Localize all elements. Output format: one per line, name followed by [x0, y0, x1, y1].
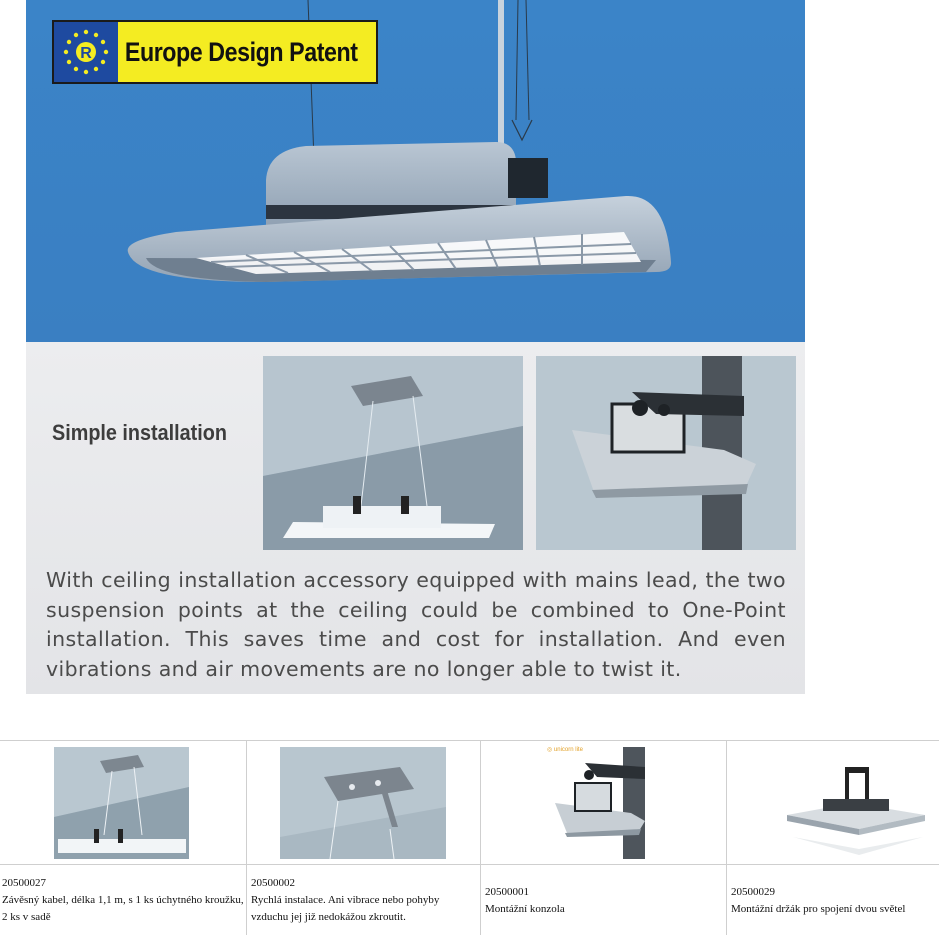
twin-light-holder-image	[727, 741, 939, 865]
accessory-code: 20500001	[485, 885, 529, 898]
accessory-item: ◎ unicorn lite 20500001 Montážní konzola	[481, 741, 727, 935]
brand-mark: ◎ unicorn lite	[547, 747, 583, 753]
accessory-code: 20500029	[731, 885, 775, 898]
accessory-description: Montážní držák pro spojení dvou světel	[731, 902, 906, 915]
accessory-description: Montážní konzola	[485, 902, 565, 915]
svg-text:R: R	[80, 45, 92, 62]
patent-badge-title: Europe Design Patent	[124, 36, 358, 67]
accessory-table: 20500027 Závěsný kabel, délka 1,1 m, s 1…	[0, 740, 939, 935]
accessory-description: Závěsný kabel, délka 1,1 m, s 1 ks úchyt…	[2, 894, 244, 923]
accessory-item: 20500002 Rychlá instalace. Ani vibrace n…	[247, 741, 481, 935]
accessory-code: 20500002	[251, 877, 295, 889]
europe-design-patent-badge: R Europe Design Patent	[52, 20, 378, 84]
eu-flag-icon: R	[54, 22, 118, 82]
accessory-item: 20500029 Montážní držák pro spojení dvou…	[727, 741, 939, 935]
mounting-bracket-image: ◎ unicorn lite	[481, 741, 726, 865]
ceiling-bracket-image	[247, 741, 480, 865]
accessory-text: 20500027 Závěsný kabel, délka 1,1 m, s 1…	[0, 865, 246, 935]
accessory-item: 20500027 Závěsný kabel, délka 1,1 m, s 1…	[0, 741, 247, 935]
accessory-text: 20500002 Rychlá instalace. Ani vibrace n…	[247, 865, 480, 935]
highbay-lamp-image	[26, 0, 805, 342]
accessory-description: Rychlá instalace. Ani vibrace nebo pohyb…	[251, 894, 440, 923]
accessory-text: 20500029 Montážní držák pro spojení dvou…	[727, 865, 939, 935]
suspension-cable-image	[0, 741, 246, 865]
installation-description: With ceiling installation accessory equi…	[46, 568, 786, 681]
pole-mounting-photo	[536, 356, 796, 550]
section-title: Simple installation	[52, 420, 227, 445]
accessory-text: 20500001 Montážní konzola	[481, 865, 726, 935]
accessory-code: 20500027	[2, 877, 46, 889]
hero-image: R Europe Design Patent	[26, 0, 805, 342]
promo-banner: R Europe Design Patent Simple installati…	[26, 0, 805, 694]
ceiling-installation-photo	[263, 356, 523, 550]
installation-section: Simple installation	[26, 342, 805, 694]
